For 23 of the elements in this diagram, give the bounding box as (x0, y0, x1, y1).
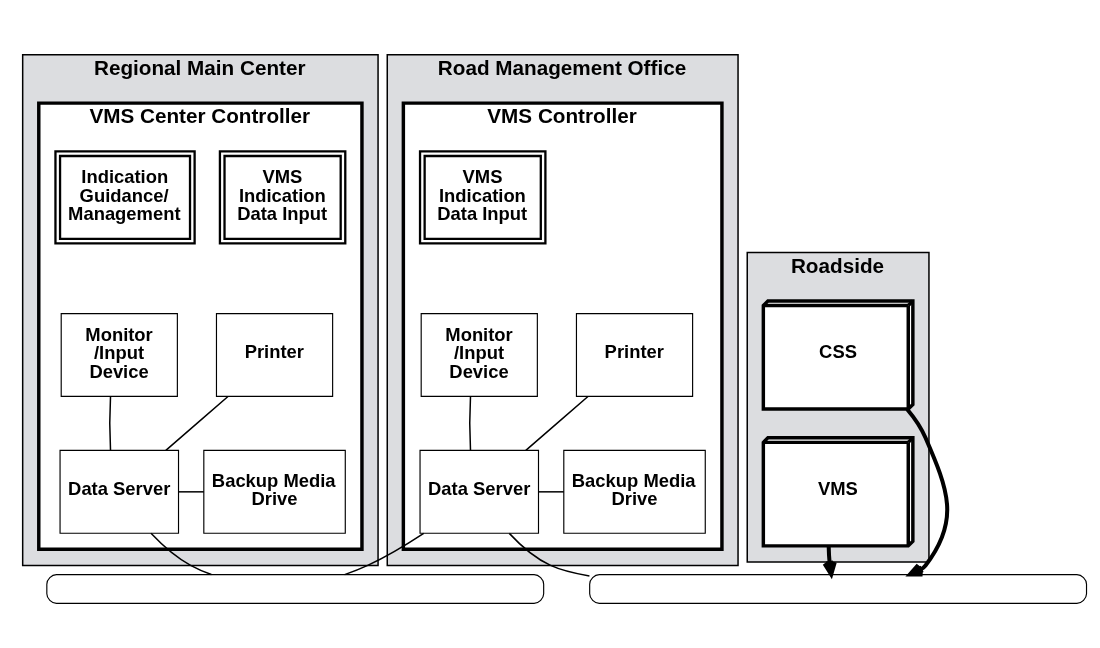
node-box: Backup Media Drive (203, 449, 346, 534)
node-box: Monitor /Input Device (420, 312, 538, 397)
arrow (905, 407, 950, 577)
connector (177, 490, 205, 493)
node-box: Data Server (59, 449, 180, 534)
node-box: VMS Indication Data Input (418, 149, 547, 245)
connector (165, 395, 229, 451)
connector (525, 395, 589, 451)
node-box: Data Server (419, 449, 540, 534)
connector (343, 532, 425, 575)
node-bar (46, 573, 545, 604)
connector (508, 532, 591, 577)
node-box: Printer (215, 312, 334, 397)
node-box: Backup Media Drive (563, 449, 706, 534)
node-box: Printer (575, 312, 694, 397)
connector (469, 395, 472, 451)
node-box: Indication Guidance/ Management (54, 149, 196, 245)
node-box: Monitor /Input Device (60, 312, 178, 397)
connector (109, 395, 112, 451)
node-bar (589, 573, 1088, 604)
connector (537, 490, 565, 493)
node-box: VMS Indication Data Input (218, 149, 347, 245)
connector (150, 532, 213, 575)
